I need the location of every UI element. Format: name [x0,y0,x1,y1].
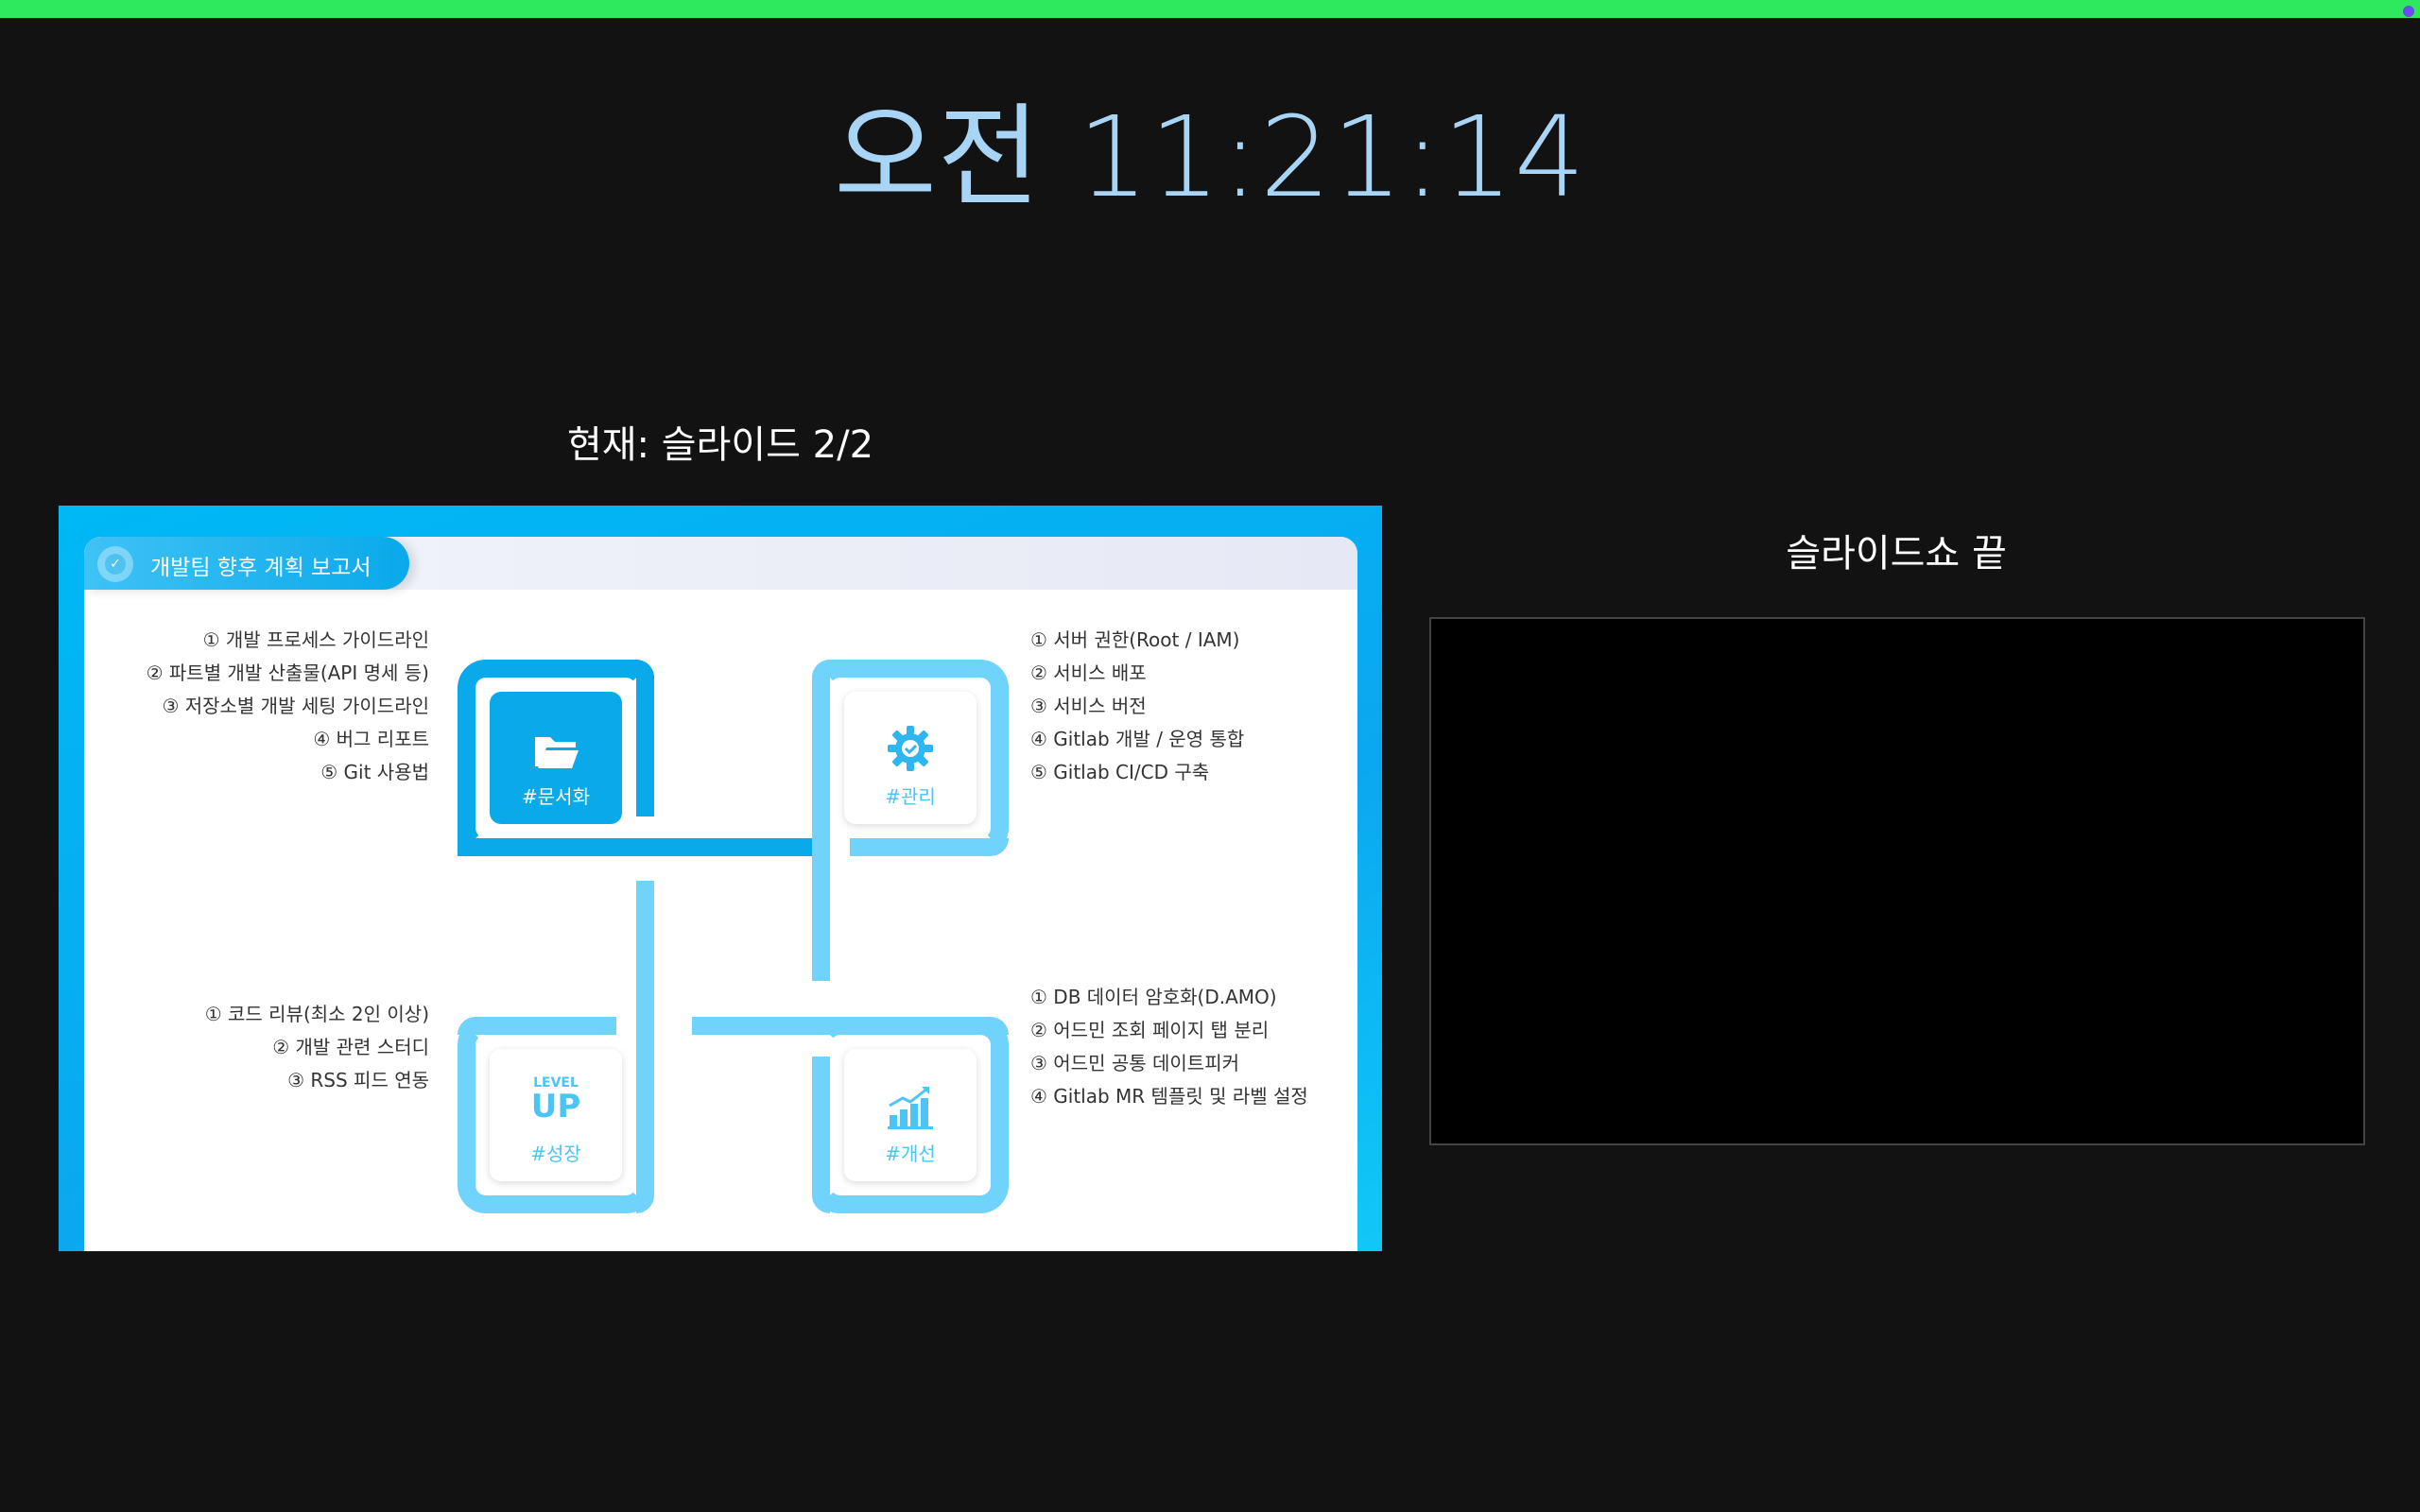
improvement-list: ① DB 데이터 암호화(D.AMO) ② 어드민 조회 페이지 탭 분리 ③ … [1030,981,1308,1113]
growth-list: ① 코드 리뷰(최소 2인 이상) ② 개발 관련 스터디 ③ RSS 피드 연… [205,998,429,1097]
list-item: ③ 서비스 버전 [1030,695,1147,717]
list-item: ② 어드민 조회 페이지 탭 분리 [1030,1019,1270,1041]
list-item: ② 파트별 개발 산출물(API 명세 등) [146,662,429,684]
connector [458,1017,616,1035]
presenter-top-bar [0,0,2420,18]
list-item: ① 서버 권한(Root / IAM) [1030,628,1240,651]
list-item: ② 서비스 배포 [1030,662,1147,684]
next-slide-label: 슬라이드쇼 끝 [1786,532,2007,576]
slide-title-pill: ✓ 개발팀 향후 계획 보고서 [84,537,409,590]
slide-title: 개발팀 향후 계획 보고서 [150,556,372,580]
connector [692,1017,1009,1035]
level-up-icon: LEVEL UP [530,1075,581,1125]
current-slide-label: 현재: 슬라이드 2/2 [566,423,874,467]
list-item: ① 개발 프로세스 가이드라인 [202,628,429,651]
connector [458,688,475,856]
management-tile: #관리 [844,692,977,824]
status-dot [2403,6,2414,17]
current-slide-preview[interactable]: ✓ 개발팀 향후 계획 보고서 ① 개발 프로세스 가이드라인 ② 파트별 개발… [59,506,1382,1251]
list-item: ① 코드 리뷰(최소 2인 이상) [204,1003,429,1025]
next-slide-preview[interactable] [1429,617,2365,1145]
growth-tile: LEVEL UP #성장 [490,1049,622,1181]
list-item: ① DB 데이터 암호화(D.AMO) [1030,986,1277,1008]
tag-label: #개선 [885,1143,936,1165]
list-item: ⑤ Gitlab CI/CD 구축 [1030,761,1210,783]
connector [812,660,830,981]
documentation-list: ① 개발 프로세스 가이드라인 ② 파트별 개발 산출물(API 명세 등) ③… [147,624,429,789]
slide-canvas: ✓ 개발팀 향후 계획 보고서 ① 개발 프로세스 가이드라인 ② 파트별 개발… [84,537,1357,1251]
list-item: ③ 어드민 공통 데이트피커 [1030,1052,1240,1074]
connector [812,1057,830,1213]
list-item: ③ RSS 피드 연동 [287,1069,429,1091]
connector [609,660,654,678]
check-circle-icon: ✓ [97,546,133,582]
tag-label: #성장 [530,1143,581,1165]
presenter-clock: 오전 11:21:14 [834,92,1586,222]
connector [636,660,654,816]
tag-label: #관리 [885,785,936,808]
list-item: ② 개발 관련 스터디 [272,1036,429,1058]
growth-frame [458,1017,654,1213]
tag-label: #문서화 [522,785,590,808]
folder-icon [535,737,579,768]
list-item: ③ 저장소별 개발 세팅 가이드라인 [162,695,429,717]
list-item: ④ Gitlab MR 템플릿 및 라벨 설정 [1030,1085,1308,1108]
connector [850,838,1009,856]
growth-chart-icon [888,1087,933,1129]
gear-check-icon [888,726,933,771]
list-item: ⑤ Git 사용법 [320,761,429,783]
documentation-tile: #문서화 [490,692,622,824]
list-item: ④ Gitlab 개발 / 운영 통합 [1030,728,1245,750]
list-item: ④ 버그 리포트 [313,728,429,750]
connector [636,881,654,1213]
management-list: ① 서버 권한(Root / IAM) ② 서비스 배포 ③ 서비스 버전 ④ … [1030,624,1244,789]
connector [458,838,824,856]
improvement-tile: #개선 [844,1049,977,1181]
